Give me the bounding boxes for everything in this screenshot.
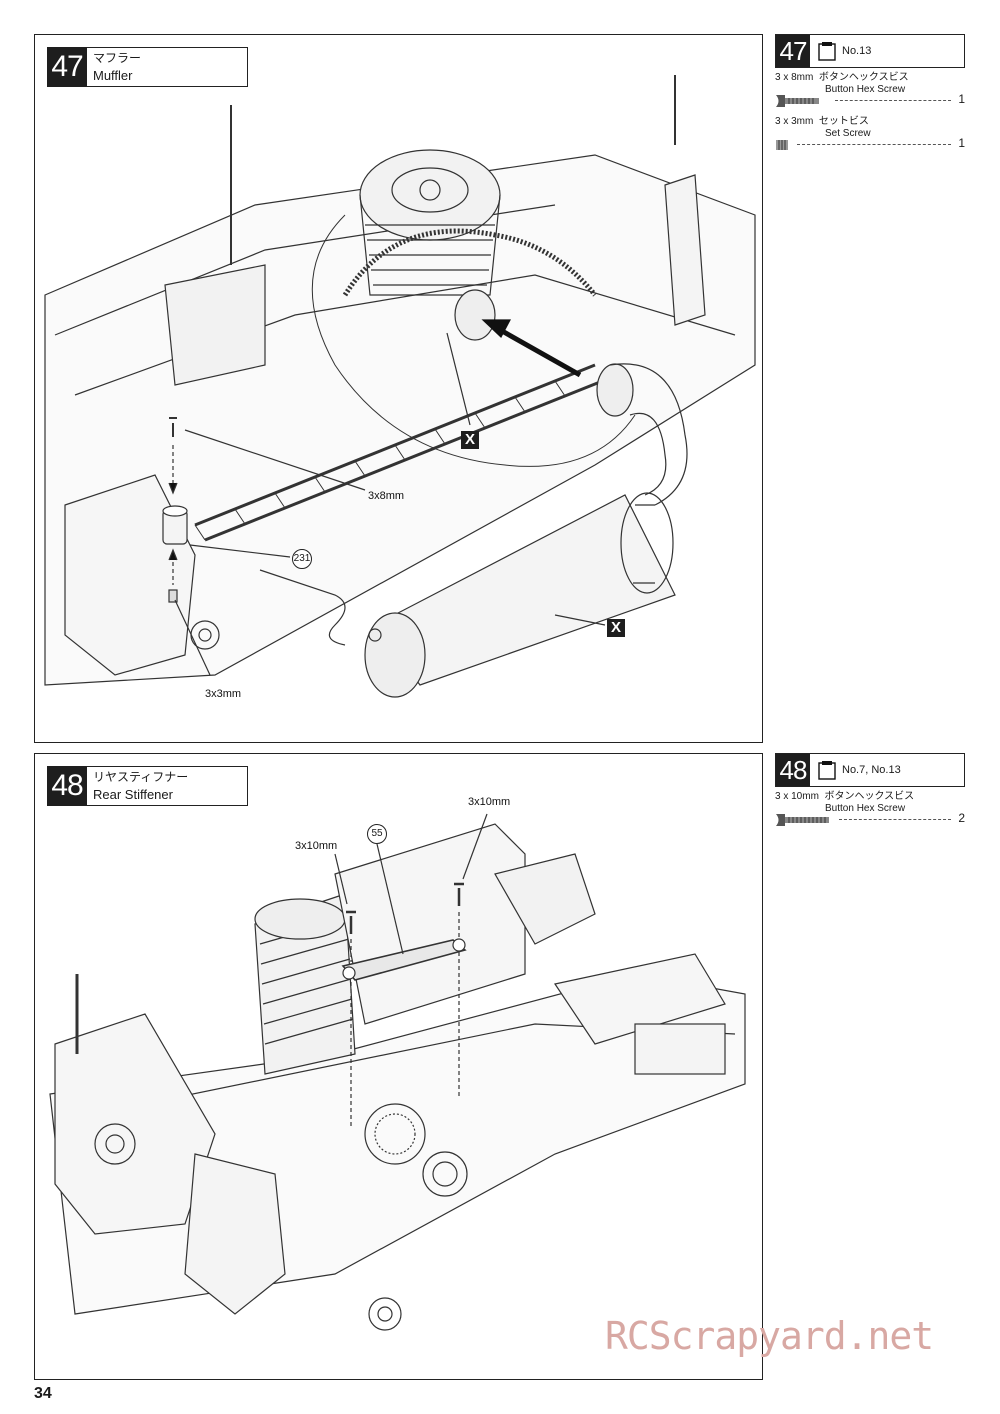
step-48-title: 48 リヤスティフナー Rear Stiffener bbox=[47, 766, 248, 806]
set-screw-icon bbox=[776, 140, 788, 150]
step-47-title: 47 マフラー Muffler bbox=[47, 47, 248, 87]
parts-box-48-header: 48 No.7, No.13 bbox=[775, 753, 965, 787]
parts-box-48-bag: No.7, No.13 bbox=[842, 764, 901, 776]
part-ref-231: 231 bbox=[292, 549, 312, 569]
part-size: 3 x 3mm bbox=[775, 116, 814, 127]
part-name-jp: ボタンヘックスビス bbox=[824, 791, 915, 802]
part-name-en: Button Hex Screw bbox=[825, 84, 906, 95]
x-mark-lower: X bbox=[607, 619, 625, 637]
parts-bag-icon bbox=[816, 35, 838, 67]
parts-bag-icon bbox=[816, 754, 838, 786]
part-qty: 2 bbox=[958, 811, 965, 825]
part-qty: 1 bbox=[958, 92, 965, 106]
page-number: 34 bbox=[34, 1385, 52, 1402]
step-48-number: 48 bbox=[47, 766, 87, 806]
part-name-en: Set Screw bbox=[825, 128, 871, 139]
part-size: 3 x 10mm bbox=[775, 791, 819, 802]
part-size: 3 x 8mm bbox=[775, 72, 814, 83]
callout-3x10mm-left: 3x10mm bbox=[295, 840, 338, 852]
parts-box-48: 48 No.7, No.13 3 x 10mm ボタンヘックスビス Button… bbox=[775, 753, 965, 831]
muffler-assembly-illustration bbox=[44, 75, 756, 698]
callout-3x8mm: 3x8mm bbox=[368, 490, 405, 502]
button-hex-screw-icon bbox=[776, 814, 829, 826]
step-48-title-en: Rear Stiffener bbox=[93, 787, 173, 802]
step-47-title-jp: マフラー bbox=[93, 51, 142, 65]
part-name-jp: セットビス bbox=[818, 116, 869, 127]
parts-box-47-number: 47 bbox=[776, 35, 810, 67]
part-item: 3 x 8mm ボタンヘックスビス Button Hex Screw 1 bbox=[775, 72, 965, 112]
step-47-number: 47 bbox=[47, 47, 87, 87]
part-ref-55: 55 bbox=[367, 824, 387, 844]
parts-box-47: 47 No.13 3 x 8mm ボタンヘックスビス Button Hex Sc… bbox=[775, 34, 965, 156]
callout-3x10mm-right: 3x10mm bbox=[468, 796, 511, 808]
part-name-jp: ボタンヘックスビス bbox=[818, 72, 909, 83]
part-item: 3 x 3mm セットビス Set Screw 1 bbox=[775, 116, 965, 156]
step-48-panel: 48 リヤスティフナー Rear Stiffener 3x10mm 3x10mm… bbox=[34, 753, 763, 1380]
step-47-title-en: Muffler bbox=[93, 68, 133, 83]
step-48-title-jp: リヤスティフナー bbox=[93, 770, 189, 784]
parts-box-47-bag: No.13 bbox=[842, 45, 872, 57]
part-qty: 1 bbox=[958, 136, 965, 150]
parts-box-48-number: 48 bbox=[776, 754, 810, 786]
step-47-panel: 47 マフラー Muffler 3x8mm 231 3x3mm X X bbox=[34, 34, 763, 743]
button-hex-screw-icon bbox=[776, 95, 819, 107]
rear-stiffener-illustration bbox=[49, 813, 746, 1331]
part-name-en: Button Hex Screw bbox=[825, 803, 906, 814]
parts-box-47-header: 47 No.13 bbox=[775, 34, 965, 68]
part-item: 3 x 10mm ボタンヘックスビス Button Hex Screw 2 bbox=[775, 791, 965, 831]
x-mark-upper: X bbox=[461, 431, 479, 449]
watermark: RCScrapyard.net bbox=[605, 1314, 934, 1358]
callout-3x3mm: 3x3mm bbox=[205, 688, 242, 700]
